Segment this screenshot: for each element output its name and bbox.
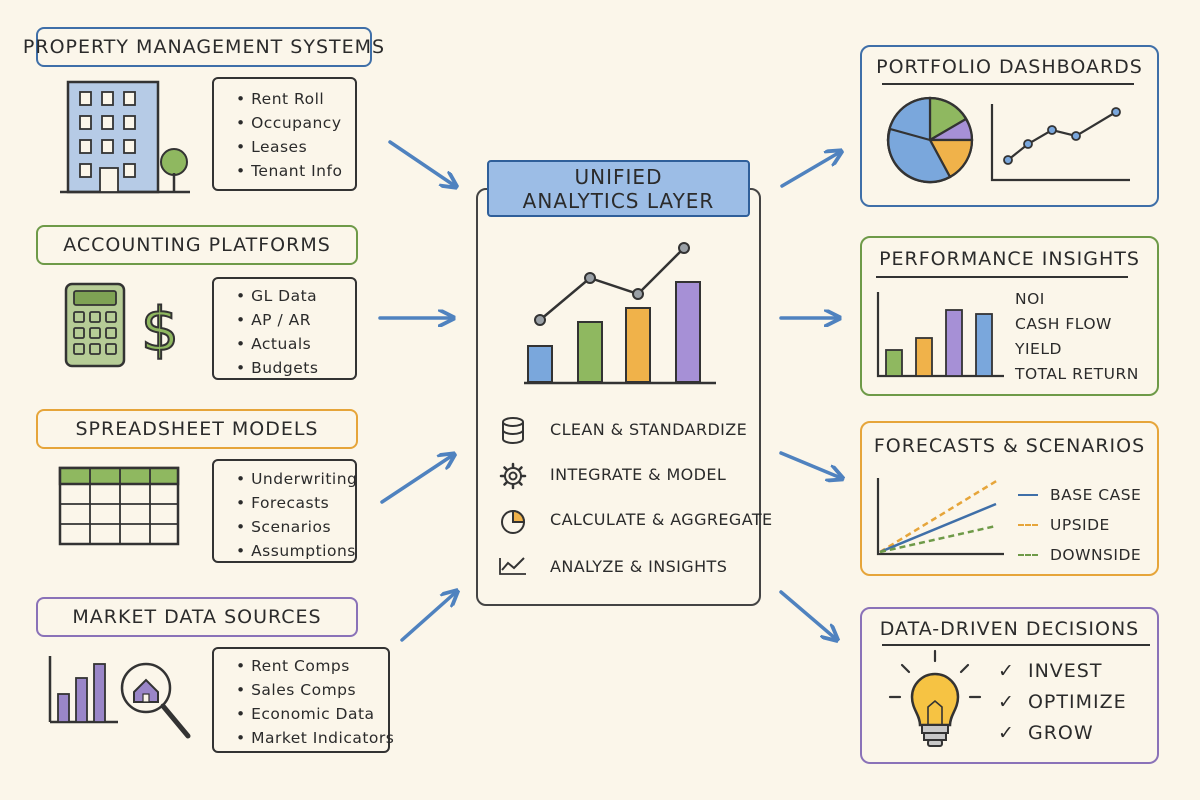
list-item: Forecasts [236, 491, 355, 515]
step-clean-standardize: Clean & Standardize [550, 420, 748, 439]
decision-label: Grow [1027, 722, 1094, 744]
arrow-source-4 [400, 592, 456, 642]
forecast-lines-icon [876, 478, 1004, 556]
arrow-output-1 [780, 152, 840, 188]
decision-label: Optimize [1027, 691, 1127, 713]
decision-item-invest: ✓ Invest [998, 660, 1127, 691]
step-analyze-insights: Analyze & Insights [550, 557, 728, 576]
lightbulb-icon [882, 644, 1150, 747]
center-chart-icon [524, 242, 716, 385]
list-item: Sales Comps [236, 678, 388, 702]
list-item: Cash Flow [1015, 315, 1112, 333]
legend-swatch-dashed [1018, 554, 1038, 556]
arrow-source-3 [380, 455, 453, 504]
center-title-text: Unified Analytics Layer [522, 164, 715, 213]
dashboard-charts-icon [882, 83, 1134, 184]
decision-item-grow: ✓ Grow [998, 722, 1127, 753]
list-item: NOI [1015, 290, 1045, 308]
decision-item-optimize: ✓ Optimize [998, 691, 1127, 722]
performance-list: NOI Cash Flow Yield Total Return [1015, 290, 1139, 390]
list-item: Rent Comps [236, 654, 388, 678]
forecast-legend: Base Case Upside Downside [1018, 480, 1141, 570]
output-data-driven-decisions [860, 607, 1159, 764]
trend-icon [499, 557, 526, 575]
legend-label: Upside [1050, 516, 1110, 534]
step-calculate-aggregate: Calculate & Aggregate [550, 510, 773, 529]
source-title-market-data: Market Data Sources [36, 597, 358, 637]
source-list-accounting: GL Data AP / AR Actuals Budgets [212, 277, 357, 380]
gear-icon [499, 462, 527, 490]
list-item: Assumptions [236, 539, 355, 563]
list-item: Tenant Info [236, 159, 355, 183]
list-item: Leases [236, 135, 355, 159]
source-title-text: Property Management Systems [22, 36, 386, 58]
list-item: Economic Data [236, 702, 388, 726]
list-item: AP / AR [236, 308, 355, 332]
check-icon: ✓ [998, 722, 1015, 744]
list-item: Actuals [236, 332, 355, 356]
list-item: GL Data [236, 284, 355, 308]
list-item: Underwriting [236, 467, 357, 491]
arrow-output-3 [779, 451, 841, 478]
legend-label: Base Case [1050, 486, 1142, 504]
output-performance-insights [860, 236, 1159, 396]
legend-swatch-dashed [1018, 524, 1038, 526]
source-title-text: Accounting Platforms [63, 234, 331, 256]
list-item: Total Return [1015, 365, 1139, 383]
legend-swatch-solid [1018, 494, 1038, 496]
list-item: Market Indicators [236, 726, 394, 750]
output-title-forecasts: Forecasts & Scenarios [873, 435, 1146, 457]
pie-icon [501, 509, 526, 534]
arrow-source-1 [388, 140, 455, 186]
source-title-text: Market Data Sources [72, 606, 322, 628]
performance-bars-icon [876, 276, 1128, 378]
list-item: Budgets [236, 356, 355, 380]
source-list-market-data: Rent Comps Sales Comps Economic Data Mar… [212, 647, 394, 753]
legend-label: Downside [1050, 546, 1142, 564]
list-item: Occupancy [236, 111, 355, 135]
output-title-performance: Performance Insights [879, 248, 1140, 270]
source-title-property-management: Property Management Systems [23, 27, 384, 67]
arrow-output-4 [779, 590, 836, 639]
calculator-icon: $ [64, 282, 180, 368]
list-item: Yield [1015, 340, 1062, 358]
decisions-list: ✓ Invest ✓ Optimize ✓ Grow [998, 660, 1127, 753]
legend-base-case: Base Case [1018, 480, 1141, 510]
magnifier-house-icon [48, 656, 191, 739]
spreadsheet-icon [58, 466, 180, 546]
building-icon [60, 80, 190, 194]
check-icon: ✓ [998, 660, 1015, 682]
output-forecasts-scenarios [860, 421, 1159, 576]
source-title-spreadsheet: Spreadsheet Models [36, 409, 358, 449]
legend-upside: Upside [1018, 510, 1141, 540]
source-list-property-management: Rent Roll Occupancy Leases Tenant Info [212, 77, 357, 191]
list-item: Rent Roll [236, 87, 355, 111]
list-item: Scenarios [236, 515, 355, 539]
center-title: Unified Analytics Layer [487, 160, 750, 217]
database-icon [502, 417, 524, 444]
source-title-accounting: Accounting Platforms [36, 225, 358, 265]
output-title-decisions: Data-Driven Decisions [879, 618, 1140, 640]
decision-label: Invest [1027, 660, 1103, 682]
check-icon: ✓ [998, 691, 1015, 713]
source-title-text: Spreadsheet Models [75, 418, 319, 440]
output-title-dashboards: Portfolio Dashboards [876, 56, 1143, 78]
svg-text:$: $ [141, 295, 179, 365]
legend-downside: Downside [1018, 540, 1141, 570]
unified-analytics-panel [476, 188, 761, 606]
step-integrate-model: Integrate & Model [550, 465, 727, 484]
source-list-spreadsheet: Underwriting Forecasts Scenarios Assumpt… [212, 459, 357, 563]
